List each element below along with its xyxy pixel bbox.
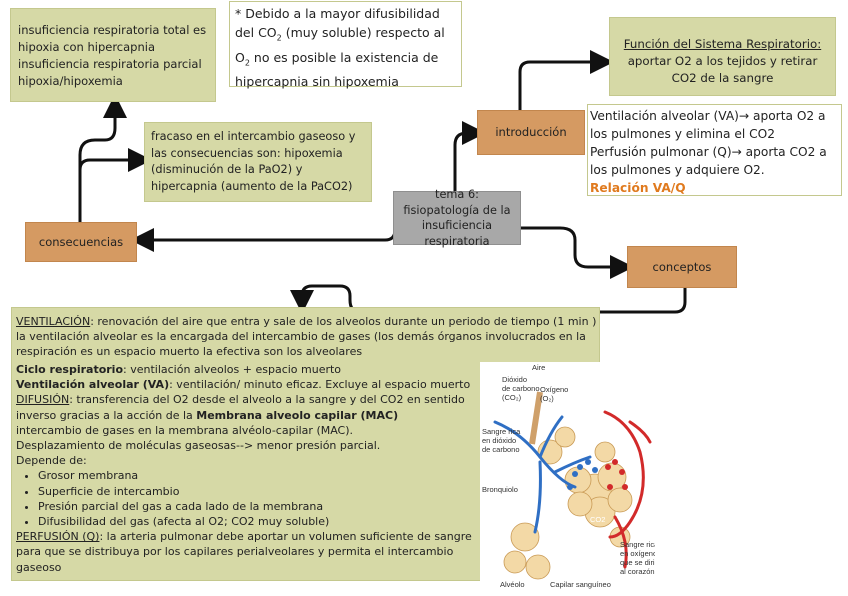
conceptos-text-bottom: Ciclo respiratorio: ventilación alveolos… [16, 362, 486, 575]
nota-hipercapnia: * Debido a la mayor difusibilidad del CO… [229, 1, 462, 89]
factor-item: Difusibilidad del gas (afecta al O2; CO2… [38, 514, 486, 529]
funcion-body: aportar O2 a los tejidos y retirar CO2 d… [627, 54, 818, 85]
membrana-label: Membrana alveolo capilar (MAC) [196, 408, 399, 422]
label-oxigeno: Oxígeno(O₂) [540, 385, 568, 403]
ventilacion-label: VENTILACIÓN [16, 315, 91, 328]
funcion-box: Función del Sistema Respiratorio: aporta… [609, 17, 836, 96]
insuficiencia-box: insuficiencia respiratoria total es hipo… [10, 8, 216, 102]
node-central-tema[interactable]: tema 6: fisiopatología de la insuficienc… [393, 188, 521, 248]
factor-item: Grosor membrana [38, 468, 486, 483]
label-alveolo: Alvéolo [500, 580, 525, 589]
factor-item: Presión parcial del gas a cada lado de l… [38, 499, 486, 514]
ventilacion-alveolar: Ventilación alveolar (VA)→ aporta O2 a l… [590, 109, 826, 141]
difusion-label: DIFUSIÓN [16, 393, 70, 407]
ciclo-text: : ventilación alveolos + espacio muerto [123, 363, 342, 376]
ventilacion-perfusion-box: Ventilación alveolar (VA)→ aporta O2 a l… [587, 104, 842, 196]
label-aire: Aire [532, 363, 545, 372]
node-consecuencias[interactable]: consecuencias [25, 222, 137, 262]
perfusion-label: PERFUSIÓN (Q) [16, 530, 100, 544]
fracaso-text: fracaso en el intercambio gaseoso y las … [151, 130, 356, 193]
va-text: : ventilación/ minuto eficaz. Excluye al… [169, 378, 471, 392]
ventilacion-text: : renovación del aire que entra y sale d… [16, 315, 597, 359]
conceptos-text-top: VENTILACIÓN: renovación del aire que ent… [16, 314, 598, 360]
funcion-title: Función del Sistema Respiratorio: [623, 37, 822, 51]
va-label: Ventilación alveolar (VA) [16, 378, 170, 392]
intercambio-text: intercambio de gases en la membrana alvé… [16, 423, 381, 468]
difusion-text: : transferencia del O2 desde el alveolo … [16, 393, 465, 422]
factor-item: Superficie de intercambio [38, 484, 486, 499]
label-capilar: Capilar sanguíneo [550, 580, 611, 589]
insuficiencia-total: insuficiencia respiratoria total es hipo… [18, 23, 207, 54]
node-introduccion[interactable]: introducción [477, 110, 585, 155]
label-bronquiolo: Bronquiolo [482, 485, 518, 494]
label-co2: CO2 [590, 515, 605, 524]
perfusion-text: : la arteria pulmonar debe aportar un vo… [16, 530, 472, 574]
fracaso-box: fracaso en el intercambio gaseoso y las … [144, 122, 372, 202]
ciclo-label: Ciclo respiratorio [16, 363, 124, 376]
relacion-va-q: Relación VA/Q [590, 181, 686, 195]
factores-list: Grosor membrana Superficie de intercambi… [16, 468, 486, 529]
node-conceptos[interactable]: conceptos [627, 246, 737, 288]
insuficiencia-parcial: insuficiencia respiratoria parcial hipox… [18, 57, 202, 88]
perfusion-pulmonar: Perfusión pulmonar (Q)→ aporta CO2 a los… [590, 145, 827, 177]
